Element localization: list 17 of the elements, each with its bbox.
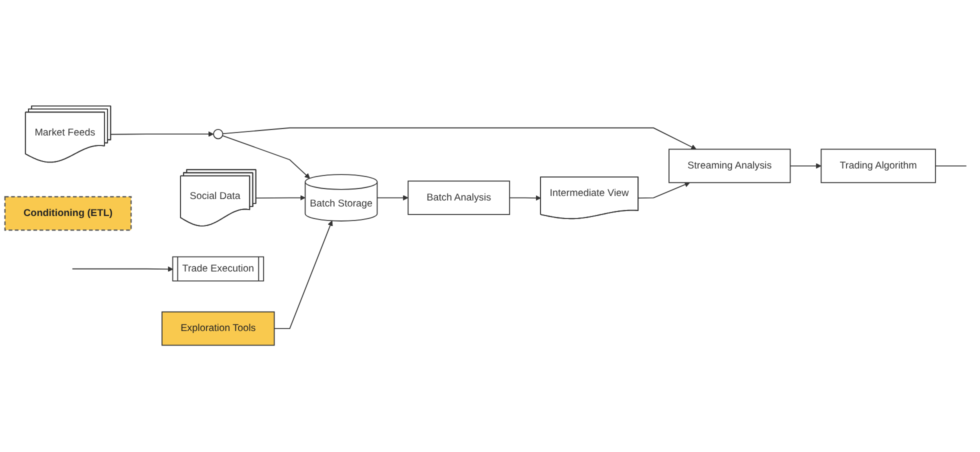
arrow [72, 266, 174, 272]
arrow [376, 195, 408, 201]
arrow [222, 128, 696, 150]
node-box: Conditioning (ETL) [4, 196, 132, 232]
node-box: Trading Algorithm [820, 149, 936, 184]
connector [935, 166, 967, 167]
node-box: Streaming Analysis [668, 149, 791, 184]
arrow [274, 220, 333, 330]
arrow [790, 164, 822, 170]
arrow [110, 132, 214, 138]
node-box: Batch Analysis [408, 181, 510, 216]
node-box: Exploration Tools [162, 312, 275, 346]
node-circle [213, 129, 224, 140]
arrow [509, 196, 542, 202]
arrow [256, 195, 306, 201]
arrow [638, 182, 690, 199]
arrow [222, 136, 310, 179]
